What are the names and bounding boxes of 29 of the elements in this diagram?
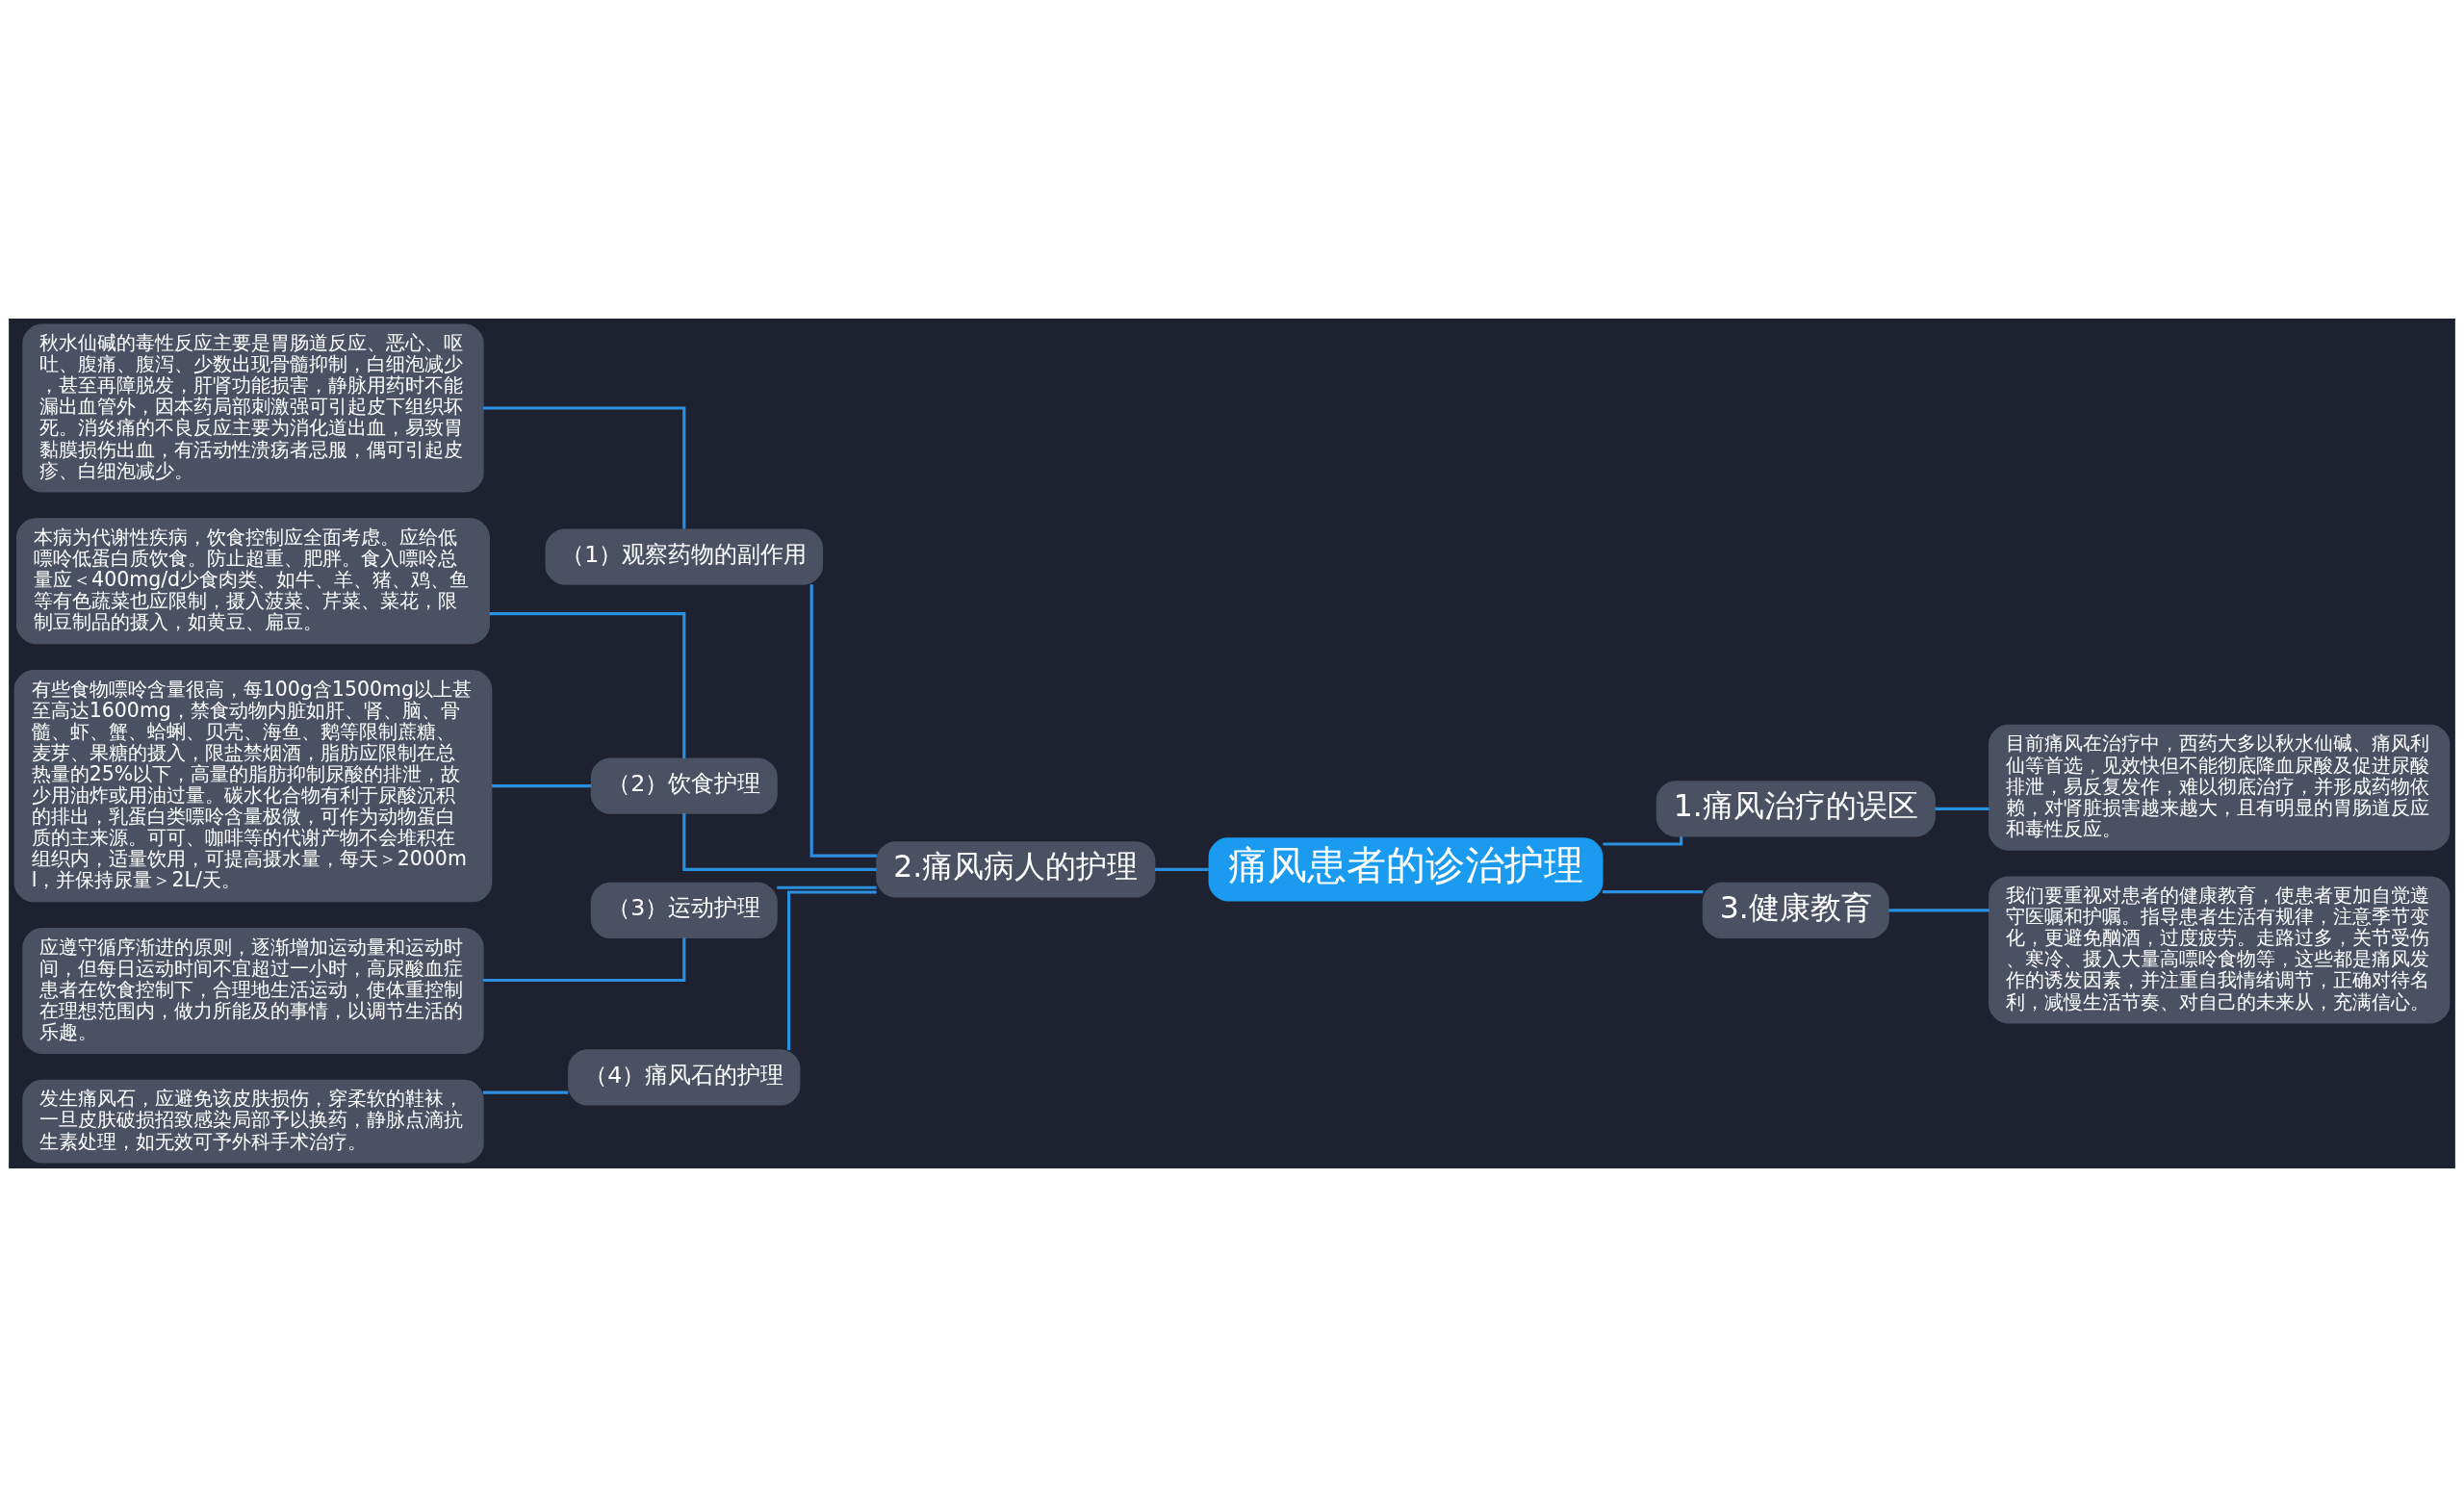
- connector: [482, 937, 686, 983]
- node-box: 本病为代谢性疾病，饮食控制应全面考虑。应给低嘌呤低蛋白质饮食。防止超重、肥胖。食入嘌呤总量应＜400mg/d少食肉类、如牛、羊、猪、鸡、鱼等有色蔬菜也应限制，摄入菠菜、芹菜、菜花，限制豆制品的摄入，如黄豆、扁豆。: [16, 518, 490, 645]
- connector: [482, 1090, 569, 1094]
- node-box: 目前痛风在治疗中，西药大多以秋水仙碱、痛风利仙等首选，见效快但不能彻底降血尿酸及促进尿酸排泄，易反复发作，难以彻底治疗，并形成药物依赖，对肾脏损害越来越大，且有明显的胃肠道反应和毒性反应。: [1989, 724, 2451, 851]
- node-box: （3）运动护理: [590, 882, 778, 939]
- connector: [1602, 890, 1704, 894]
- connector: [1154, 867, 1209, 871]
- node-box: 发生痛风石，应避免该皮肤损伤，穿柔软的鞋袜，一旦皮肤破损招致感染局部予以换药，静脉点滴抗生素处理，如无效可予外科手术治疗。: [22, 1079, 484, 1164]
- connector: [492, 784, 592, 788]
- connector: [1888, 909, 1989, 912]
- node-box: 2.痛风病人的护理: [876, 841, 1156, 898]
- node-box: 应遵守循序渐进的原则，逐渐增加运动量和运动时间，但每日运动时间不宜超过一小时，高尿酸血症患者在饮食控制下，合理地生活运动，使体重控制在理想范围内，做力所能及的事情，以调节生活的乐趣。: [22, 928, 484, 1054]
- connector: [809, 584, 877, 858]
- connector: [777, 885, 877, 889]
- node-box: （1）观察药物的副作用: [545, 528, 824, 585]
- node-box: 我们要重视对患者的健康教育，使患者更加自觉遵守医嘱和护嘱。指导患者生活有规律，注意季节变化，更避免酗酒，过度疲劳。走路过多，关节受伤、寒冷、摄入大量高嘌呤食物等，这些都是痛风发作的诱发因素，并注重自我情绪调节，正确对待名利，减慢生活节奏、对自己的未来从，充满信心。: [1989, 876, 2451, 1024]
- node-box: 3.健康教育: [1702, 882, 1889, 939]
- connector: [1935, 807, 1989, 810]
- connector: [787, 890, 877, 1050]
- connector: [482, 406, 686, 529]
- node-box: 有些食物嘌呤含量很高，每100g含1500mg以上甚至高达1600mg，禁食动物内脏如肝、肾、脑、骨髓、虾、蟹、蛤蜊、贝壳、海鱼、鹅等限制蔗糖、麦芽、果糖的摄入，限盐禁烟酒，脂肪应限制在总热量的25%以下，高量的脂肪抑制尿酸的排泄，故少用油炸或用油过量。碳水化合物有利于尿酸沉积的排出，乳蛋白类嘌呤含量极微，可作为动物蛋白质的主来源。可可、咖啡等的代谢产物不会堆积在组织内，适量饮用，可提高摄水量，每天＞2000ml，并保持尿量＞2L/天。: [13, 670, 493, 903]
- connector: [489, 612, 686, 758]
- node-box: 1.痛风治疗的误区: [1656, 781, 1936, 837]
- node-box: （2）饮食护理: [590, 757, 778, 814]
- node-box: （4）痛风石的护理: [568, 1049, 801, 1106]
- connector: [682, 813, 877, 871]
- node-box: 痛风患者的诊治护理: [1208, 837, 1604, 902]
- node-box: 秋水仙碱的毒性反应主要是胃肠道反应、恶心、呕吐、腹痛、腹泻、少数出现骨髓抑制，白细泡减少，甚至再障脱发，肝肾功能损害，静脉用药时不能漏出血管外，因本药局部刺激强可引起皮下组织坏死。消炎痛的不良反应主要为消化道出血，易致胃黏膜损伤出血，有活动性溃疡者忌服，偶可引起皮疹、白细泡减少。: [22, 323, 484, 493]
- connector: [1603, 836, 1683, 846]
